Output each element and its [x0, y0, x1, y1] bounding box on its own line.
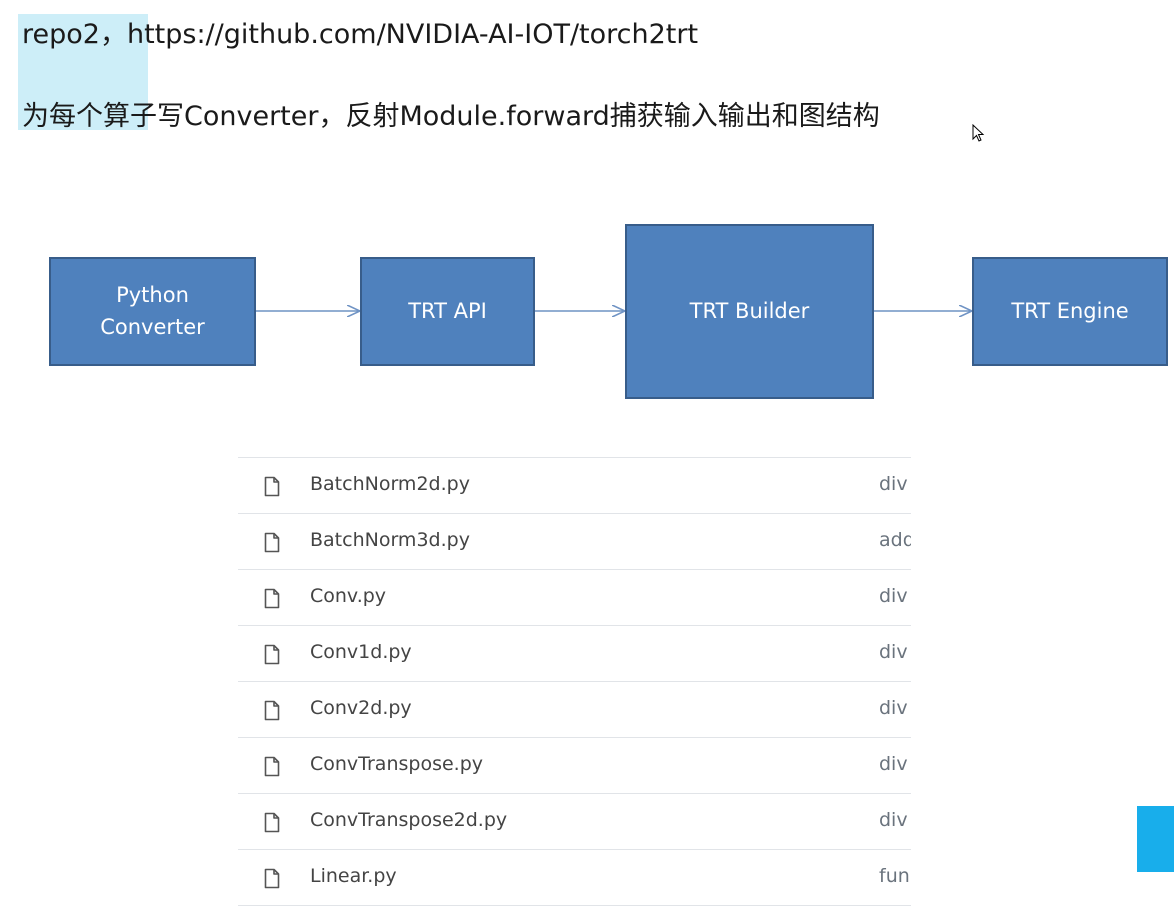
file-row[interactable]: Conv2d.py div [238, 682, 911, 738]
text-selection-highlight [18, 14, 148, 130]
commit-message-link[interactable]: div [879, 697, 908, 719]
commit-message-link[interactable]: fun [879, 865, 910, 887]
commit-message-link[interactable]: div [879, 641, 908, 663]
file-icon [264, 644, 280, 665]
file-name-link[interactable]: Linear.py [310, 865, 397, 887]
file-name-link[interactable]: Conv.py [310, 585, 387, 607]
file-list: BatchNorm2d.py div BatchNorm3d.py add Co… [238, 457, 911, 906]
commit-message-link[interactable]: add [879, 529, 911, 551]
file-icon [264, 812, 280, 833]
python-converter-box: Python Converter [49, 257, 256, 366]
file-icon [264, 700, 280, 721]
file-name-link[interactable]: Conv2d.py [310, 697, 412, 719]
file-name-link[interactable]: Conv1d.py [310, 641, 412, 663]
converter-description-line: 为每个算子写Converter，反射Module.forward捕获输入输出和图… [22, 101, 880, 132]
side-tab[interactable] [1137, 806, 1174, 872]
file-row[interactable]: Linear.py fun [238, 850, 911, 906]
file-name-link[interactable]: ConvTranspose2d.py [310, 809, 508, 831]
mouse-cursor-icon [972, 124, 985, 142]
file-row[interactable]: ConvTranspose.py div [238, 738, 911, 794]
trt-api-box: TRT API [360, 257, 535, 366]
file-name-link[interactable]: BatchNorm3d.py [310, 529, 470, 551]
commit-message-link[interactable]: div [879, 585, 908, 607]
file-row[interactable]: Conv1d.py div [238, 626, 911, 682]
repo-url-line: repo2，https://github.com/NVIDIA-AI-IOT/t… [22, 19, 699, 50]
file-icon [264, 532, 280, 553]
trt-api-label: TRT API [408, 298, 487, 323]
file-icon [264, 756, 280, 777]
file-name-link[interactable]: ConvTranspose.py [310, 753, 484, 775]
trt-engine-box: TRT Engine [972, 257, 1168, 366]
commit-message-link[interactable]: div [879, 753, 908, 775]
file-icon [264, 588, 280, 609]
file-icon [264, 476, 280, 497]
python-converter-label-2: Converter [100, 314, 205, 339]
trt-builder-box: TRT Builder [625, 224, 874, 399]
trt-engine-label: TRT Engine [1011, 298, 1129, 323]
commit-message-link[interactable]: div [879, 473, 908, 495]
trt-builder-label: TRT Builder [689, 298, 810, 323]
file-row[interactable]: BatchNorm3d.py add [238, 514, 911, 570]
file-row[interactable]: ConvTranspose2d.py div [238, 794, 911, 850]
file-row[interactable]: Conv.py div [238, 570, 911, 626]
file-row[interactable]: BatchNorm2d.py div [238, 458, 911, 514]
commit-message-link[interactable]: div [879, 809, 908, 831]
file-name-link[interactable]: BatchNorm2d.py [310, 473, 470, 495]
python-converter-label-1: Python [116, 283, 189, 307]
file-icon [264, 868, 280, 889]
